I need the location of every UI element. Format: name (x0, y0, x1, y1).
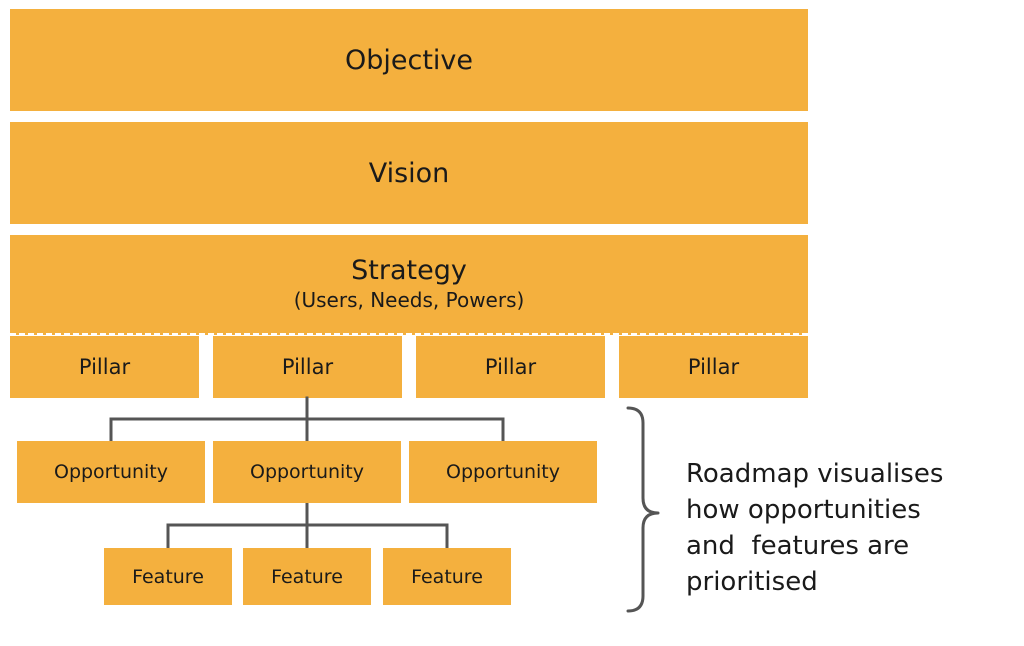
pillar-box-4: Pillar (619, 336, 808, 398)
feature-box-2: Feature (243, 548, 371, 605)
pillar-label: Pillar (78, 355, 131, 379)
roadmap-caption: Roadmap visualises how opportunities and… (686, 456, 1016, 600)
vision-label: Vision (368, 157, 450, 189)
feature-label: Feature (132, 565, 204, 588)
strategy-pillar-dashed-divider (10, 333, 808, 336)
strategy-title: Strategy (351, 255, 467, 286)
vision-box: Vision (10, 122, 808, 224)
pillar-box-1: Pillar (10, 336, 199, 398)
opportunity-box-2: Opportunity (213, 441, 401, 503)
opportunity-label: Opportunity (249, 461, 365, 483)
objective-box: Objective (10, 9, 808, 111)
pillar-label: Pillar (687, 355, 740, 379)
pillar-box-3: Pillar (416, 336, 605, 398)
objective-label: Objective (344, 44, 474, 76)
pillar-label: Pillar (484, 355, 537, 379)
curly-brace-icon (626, 406, 660, 613)
strategy-box: Strategy (Users, Needs, Powers) (10, 235, 808, 335)
strategy-subtitle: (Users, Needs, Powers) (293, 288, 525, 312)
feature-box-1: Feature (104, 548, 232, 605)
opportunity-box-1: Opportunity (17, 441, 205, 503)
feature-label: Feature (271, 565, 343, 588)
feature-label: Feature (411, 565, 483, 588)
opportunity-label: Opportunity (445, 461, 561, 483)
caption-line: prioritised (686, 567, 818, 597)
caption-line: and features are (686, 531, 910, 561)
caption-line: Roadmap visualises (686, 459, 944, 489)
opportunity-label: Opportunity (53, 461, 169, 483)
pillar-box-2: Pillar (213, 336, 402, 398)
feature-box-3: Feature (383, 548, 511, 605)
caption-line: how opportunities (686, 495, 921, 525)
opportunity-box-3: Opportunity (409, 441, 597, 503)
pillar-label: Pillar (281, 355, 334, 379)
